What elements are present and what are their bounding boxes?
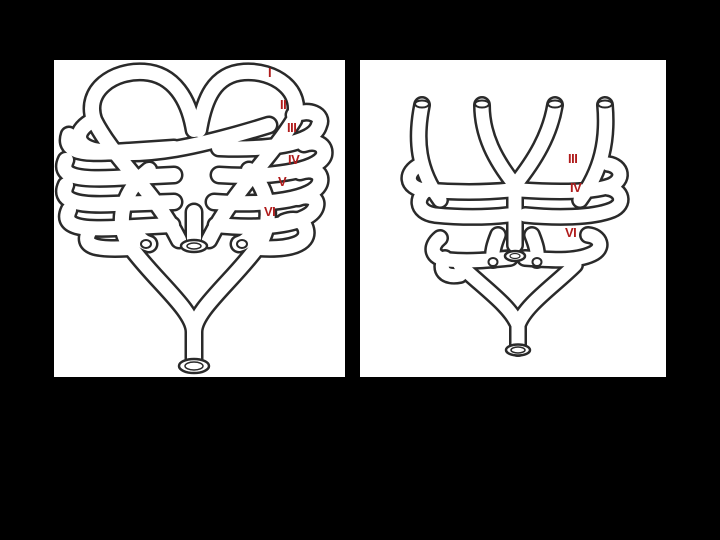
arch-label-v: V	[278, 175, 286, 188]
arch-label-iv: IV	[570, 181, 581, 194]
arch-label-ii: II	[280, 98, 286, 111]
embryonic-aortic-arches-drawing	[54, 60, 345, 377]
right-diagram-panel: III IV VI	[360, 60, 666, 377]
left-diagram-panel: I II III IV V VI	[54, 60, 345, 377]
arch-label-iii: III	[568, 152, 577, 165]
arch-label-vi: VI	[565, 226, 576, 239]
arch-label-iv: IV	[288, 153, 299, 166]
arch-label-iii: III	[287, 121, 296, 134]
remodeled-aortic-arches-drawing	[360, 60, 666, 377]
arch-label-vi: VI	[264, 205, 275, 218]
arch-label-i: I	[268, 66, 271, 79]
